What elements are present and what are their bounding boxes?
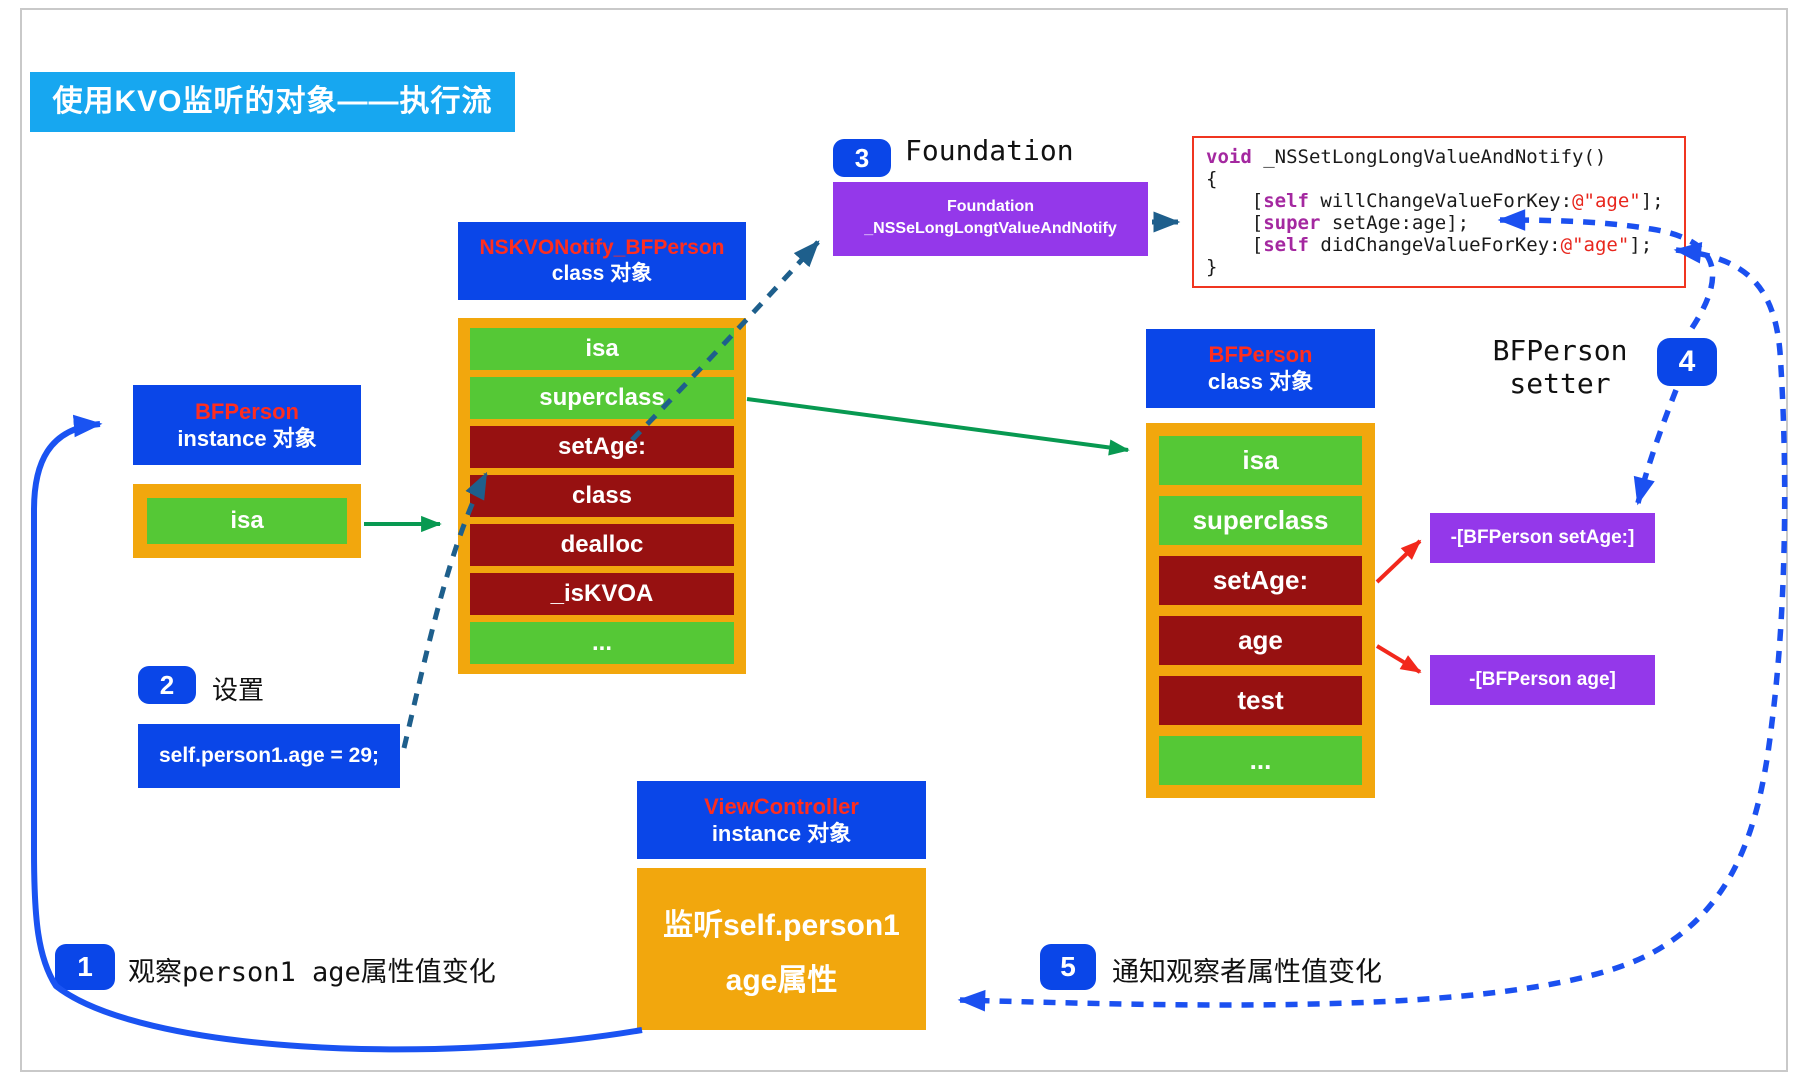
setter-label-line1: BFPerson — [1492, 334, 1628, 367]
code-line: [self didChangeValueForKey:@"age"]; — [1206, 234, 1653, 256]
struct-row-age: age — [1159, 616, 1362, 665]
step-badge-3: 3 — [833, 139, 891, 177]
step-badge-4: 4 — [1657, 338, 1717, 386]
struct-row-superclass: superclass — [470, 377, 734, 419]
foundation-box-line1: Foundation — [946, 198, 1035, 215]
struct-row-dealloc: dealloc — [470, 524, 734, 566]
struct-row-class: class — [470, 475, 734, 517]
struct-row-test: test — [1159, 676, 1362, 725]
method-box-setage: -[BFPerson setAge:] — [1430, 513, 1655, 563]
struct-row-: ... — [1159, 736, 1362, 785]
viewcontroller-header: ViewController instance 对象 — [637, 781, 926, 859]
code-snippet-box: void _NSSetLongLongValueAndNotify(){ [se… — [1192, 136, 1686, 288]
set-age-code-box: self.person1.age = 29; — [138, 724, 400, 788]
code-line: } — [1206, 256, 1218, 278]
setter-label-line2: setter — [1509, 367, 1611, 400]
bfperson-setter-label: BFPerson setter — [1445, 334, 1675, 400]
struct-row-superclass: superclass — [1159, 496, 1362, 545]
step-label-set: 设置 — [212, 675, 265, 705]
bfperson-class-title: BFPerson — [1208, 342, 1313, 367]
struct-row-isa: isa — [470, 328, 734, 370]
step-label-observe: 观察person1 age属性值变化 — [128, 957, 496, 988]
code-line: [super setAge:age]; — [1206, 212, 1470, 234]
bfperson-class-struct: isa superclass setAge: age test... — [1146, 423, 1375, 798]
code-line: [self willChangeValueForKey:@"age"]; — [1206, 190, 1664, 212]
step-badge-1: 1 — [55, 944, 115, 990]
step-label-foundation: Foundation — [905, 134, 1074, 167]
step-badge-2: 2 — [138, 666, 196, 704]
nskvo-class-subtitle: class 对象 — [551, 262, 653, 285]
step-label-notify: 通知观察者属性值变化 — [1112, 957, 1382, 988]
isa-pointer-cell: isa — [147, 498, 347, 544]
viewcontroller-title: ViewController — [704, 794, 859, 819]
method-box-age: -[BFPerson age] — [1430, 655, 1655, 705]
struct-row-: ... — [470, 622, 734, 664]
observe-box-line1: 监听self.person1 — [663, 909, 900, 942]
bfperson-instance-subtitle: instance 对象 — [177, 426, 317, 451]
foundation-notify-box: Foundation _NSSeLongLongtValueAndNotify — [833, 182, 1148, 256]
bfperson-class-subtitle: class 对象 — [1207, 369, 1314, 394]
struct-row-iskvoa: _isKVOA — [470, 573, 734, 615]
code-line: { — [1206, 168, 1218, 190]
foundation-box-line2: _NSSeLongLongtValueAndNotify — [864, 220, 1117, 237]
bfperson-instance-title: BFPerson — [195, 399, 299, 424]
observe-box-line2: age属性 — [725, 964, 838, 997]
nskvo-class-struct: isa superclass setAge: class dealloc _isKVOA.… — [458, 318, 746, 674]
bfperson-instance-header: BFPerson instance 对象 — [133, 385, 361, 465]
viewcontroller-subtitle: instance 对象 — [711, 821, 852, 846]
viewcontroller-observe-box: 监听self.person1 age属性 — [637, 868, 926, 1030]
nskvo-class-header: NSKVONotify_BFPerson class 对象 — [458, 222, 746, 300]
code-line: void _NSSetLongLongValueAndNotify() — [1206, 146, 1607, 168]
bfperson-instance-isa-field: isa — [133, 484, 361, 558]
step-badge-5: 5 — [1040, 944, 1096, 990]
struct-row-isa: isa — [1159, 436, 1362, 485]
bfperson-class-header: BFPerson class 对象 — [1146, 329, 1375, 408]
struct-row-setage: setAge: — [1159, 556, 1362, 605]
nskvo-class-title: NSKVONotify_BFPerson — [479, 236, 725, 259]
diagram-title: 使用KVO监听的对象——执行流 — [30, 72, 515, 132]
struct-row-setage: setAge: — [470, 426, 734, 468]
